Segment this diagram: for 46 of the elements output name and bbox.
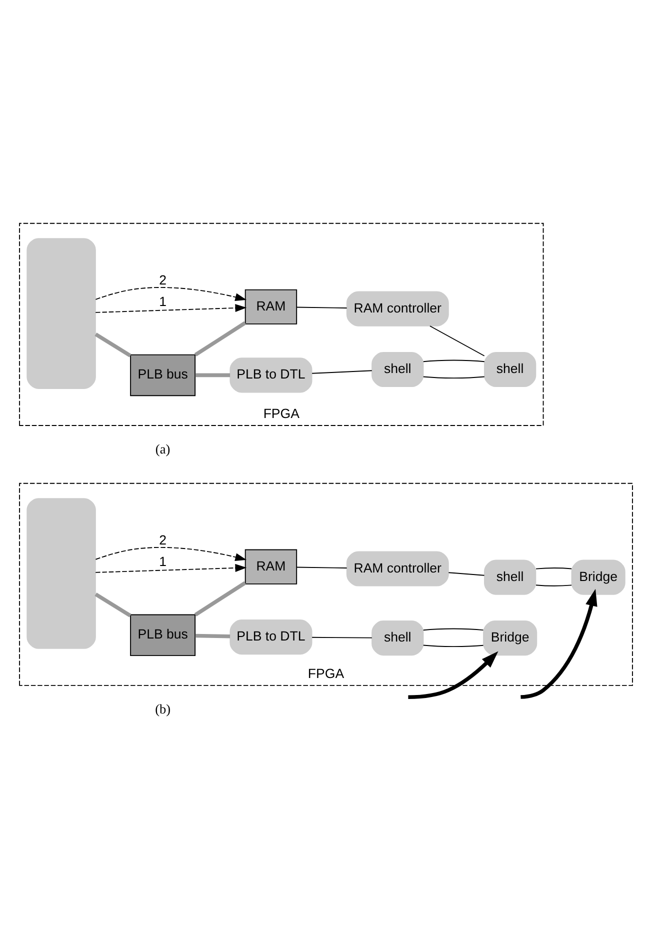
node-box — [26, 498, 96, 649]
node-box: PLB to DTL — [230, 620, 312, 655]
arrow — [95, 287, 247, 301]
node-box — [26, 238, 96, 389]
connector — [429, 326, 485, 356]
connector — [312, 636, 372, 638]
arrow — [520, 588, 598, 699]
node-box: shell — [372, 620, 424, 656]
arrow — [408, 651, 498, 700]
connector — [195, 373, 230, 378]
connector — [422, 360, 485, 362]
arrow — [95, 546, 247, 561]
connector — [312, 370, 372, 374]
node-box: PLB bus — [130, 354, 196, 396]
node-box: shell — [484, 560, 536, 595]
edge-label: 2 — [159, 272, 166, 288]
node-box: RAM — [244, 289, 298, 324]
connector — [296, 566, 348, 568]
node-box: RAM — [244, 549, 298, 584]
edge-label: 1 — [159, 554, 166, 570]
connector — [422, 644, 484, 648]
node-box: RAM controller — [346, 551, 449, 586]
connector — [536, 568, 572, 570]
connector — [195, 634, 230, 638]
connector — [422, 628, 484, 631]
edge-label: 1 — [159, 294, 166, 310]
connector — [194, 581, 246, 616]
node-box: Bridge — [483, 620, 538, 656]
node-box: shell — [484, 352, 536, 388]
arrow — [95, 304, 247, 313]
connector — [422, 376, 485, 379]
connector — [536, 584, 572, 586]
connector — [448, 572, 485, 576]
edge-label: 2 — [159, 532, 166, 548]
connector — [296, 306, 348, 308]
node-box: PLB to DTL — [230, 358, 312, 393]
label: (a) — [155, 442, 170, 457]
node-box: RAM controller — [346, 291, 449, 326]
connector — [194, 321, 246, 356]
label: (b) — [155, 702, 171, 717]
node-box: shell — [372, 352, 424, 388]
arrow — [95, 564, 247, 573]
connector — [94, 592, 132, 618]
node-box: Bridge — [571, 560, 626, 595]
node-box: PLB bus — [130, 614, 196, 656]
connector — [94, 332, 132, 358]
